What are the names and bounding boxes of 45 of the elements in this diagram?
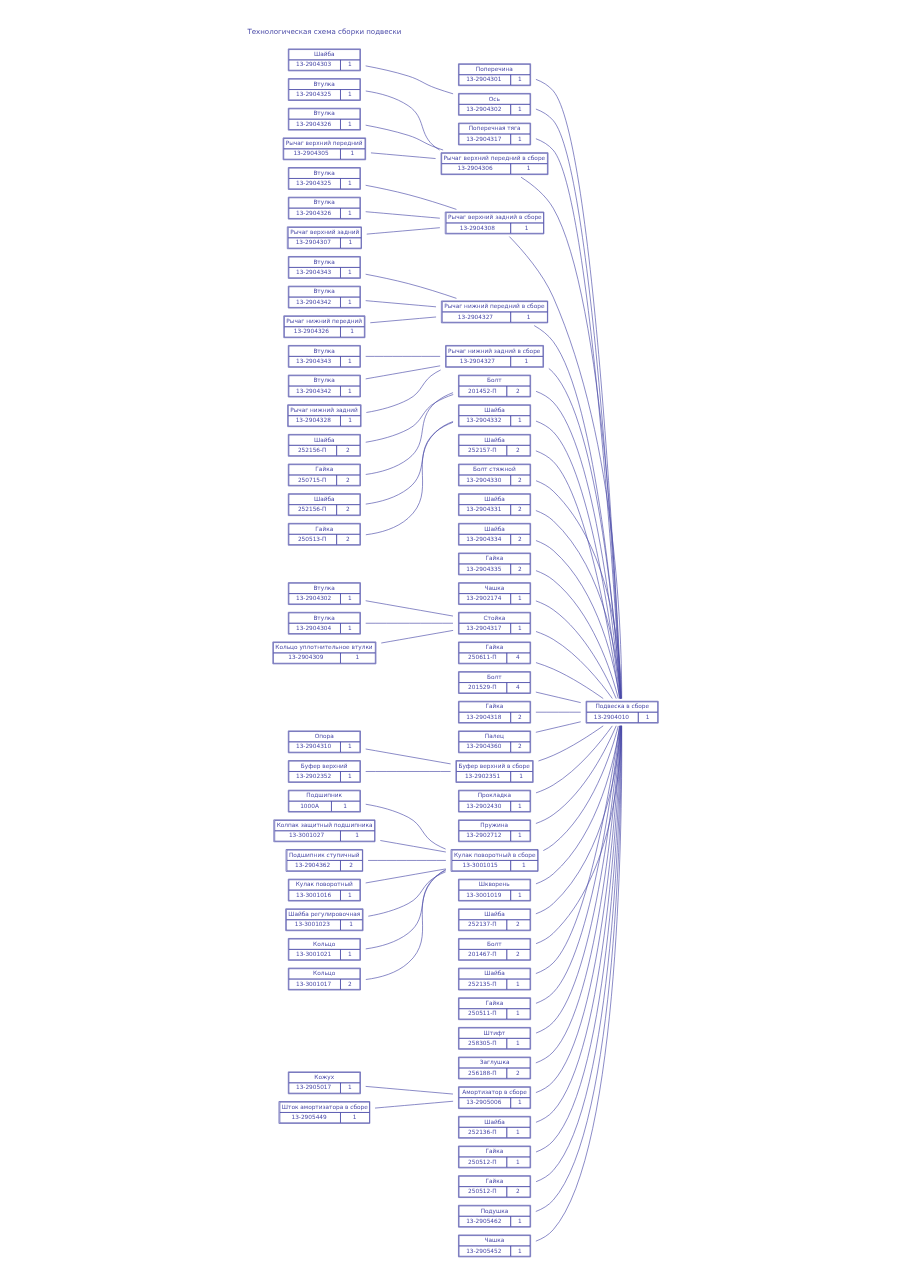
connector (380, 630, 454, 644)
connector (365, 771, 451, 772)
connector (533, 325, 621, 699)
connector (509, 236, 622, 699)
connector (538, 725, 604, 762)
connector (367, 860, 447, 861)
connector (520, 176, 622, 699)
connector (535, 691, 582, 703)
connector (367, 871, 446, 917)
connector (535, 631, 613, 699)
connector (365, 869, 446, 950)
connector (365, 803, 446, 850)
connector (365, 365, 441, 380)
connector (543, 725, 619, 851)
connector (535, 540, 621, 699)
connector (366, 227, 441, 235)
connector (535, 725, 621, 885)
connector (365, 421, 454, 505)
connector (365, 1086, 454, 1095)
connector (365, 65, 454, 95)
connector (365, 90, 440, 151)
connector (380, 840, 447, 853)
connector (535, 725, 617, 824)
connector (365, 273, 457, 299)
connector (535, 570, 619, 699)
connector (365, 600, 454, 617)
connector (374, 1100, 454, 1109)
connector (365, 869, 447, 980)
connector (365, 184, 457, 210)
connector (366, 369, 441, 413)
connector (535, 662, 604, 699)
connector (365, 124, 444, 151)
connector (365, 394, 454, 443)
connector (365, 356, 441, 357)
connector (365, 300, 437, 308)
connector (370, 152, 436, 159)
connector (365, 211, 441, 219)
connector (365, 868, 447, 884)
connector (365, 748, 451, 765)
connector (369, 316, 437, 324)
connector (365, 392, 454, 475)
connector (535, 600, 617, 699)
connector (365, 421, 454, 536)
connector (535, 721, 582, 733)
connector (535, 725, 613, 794)
